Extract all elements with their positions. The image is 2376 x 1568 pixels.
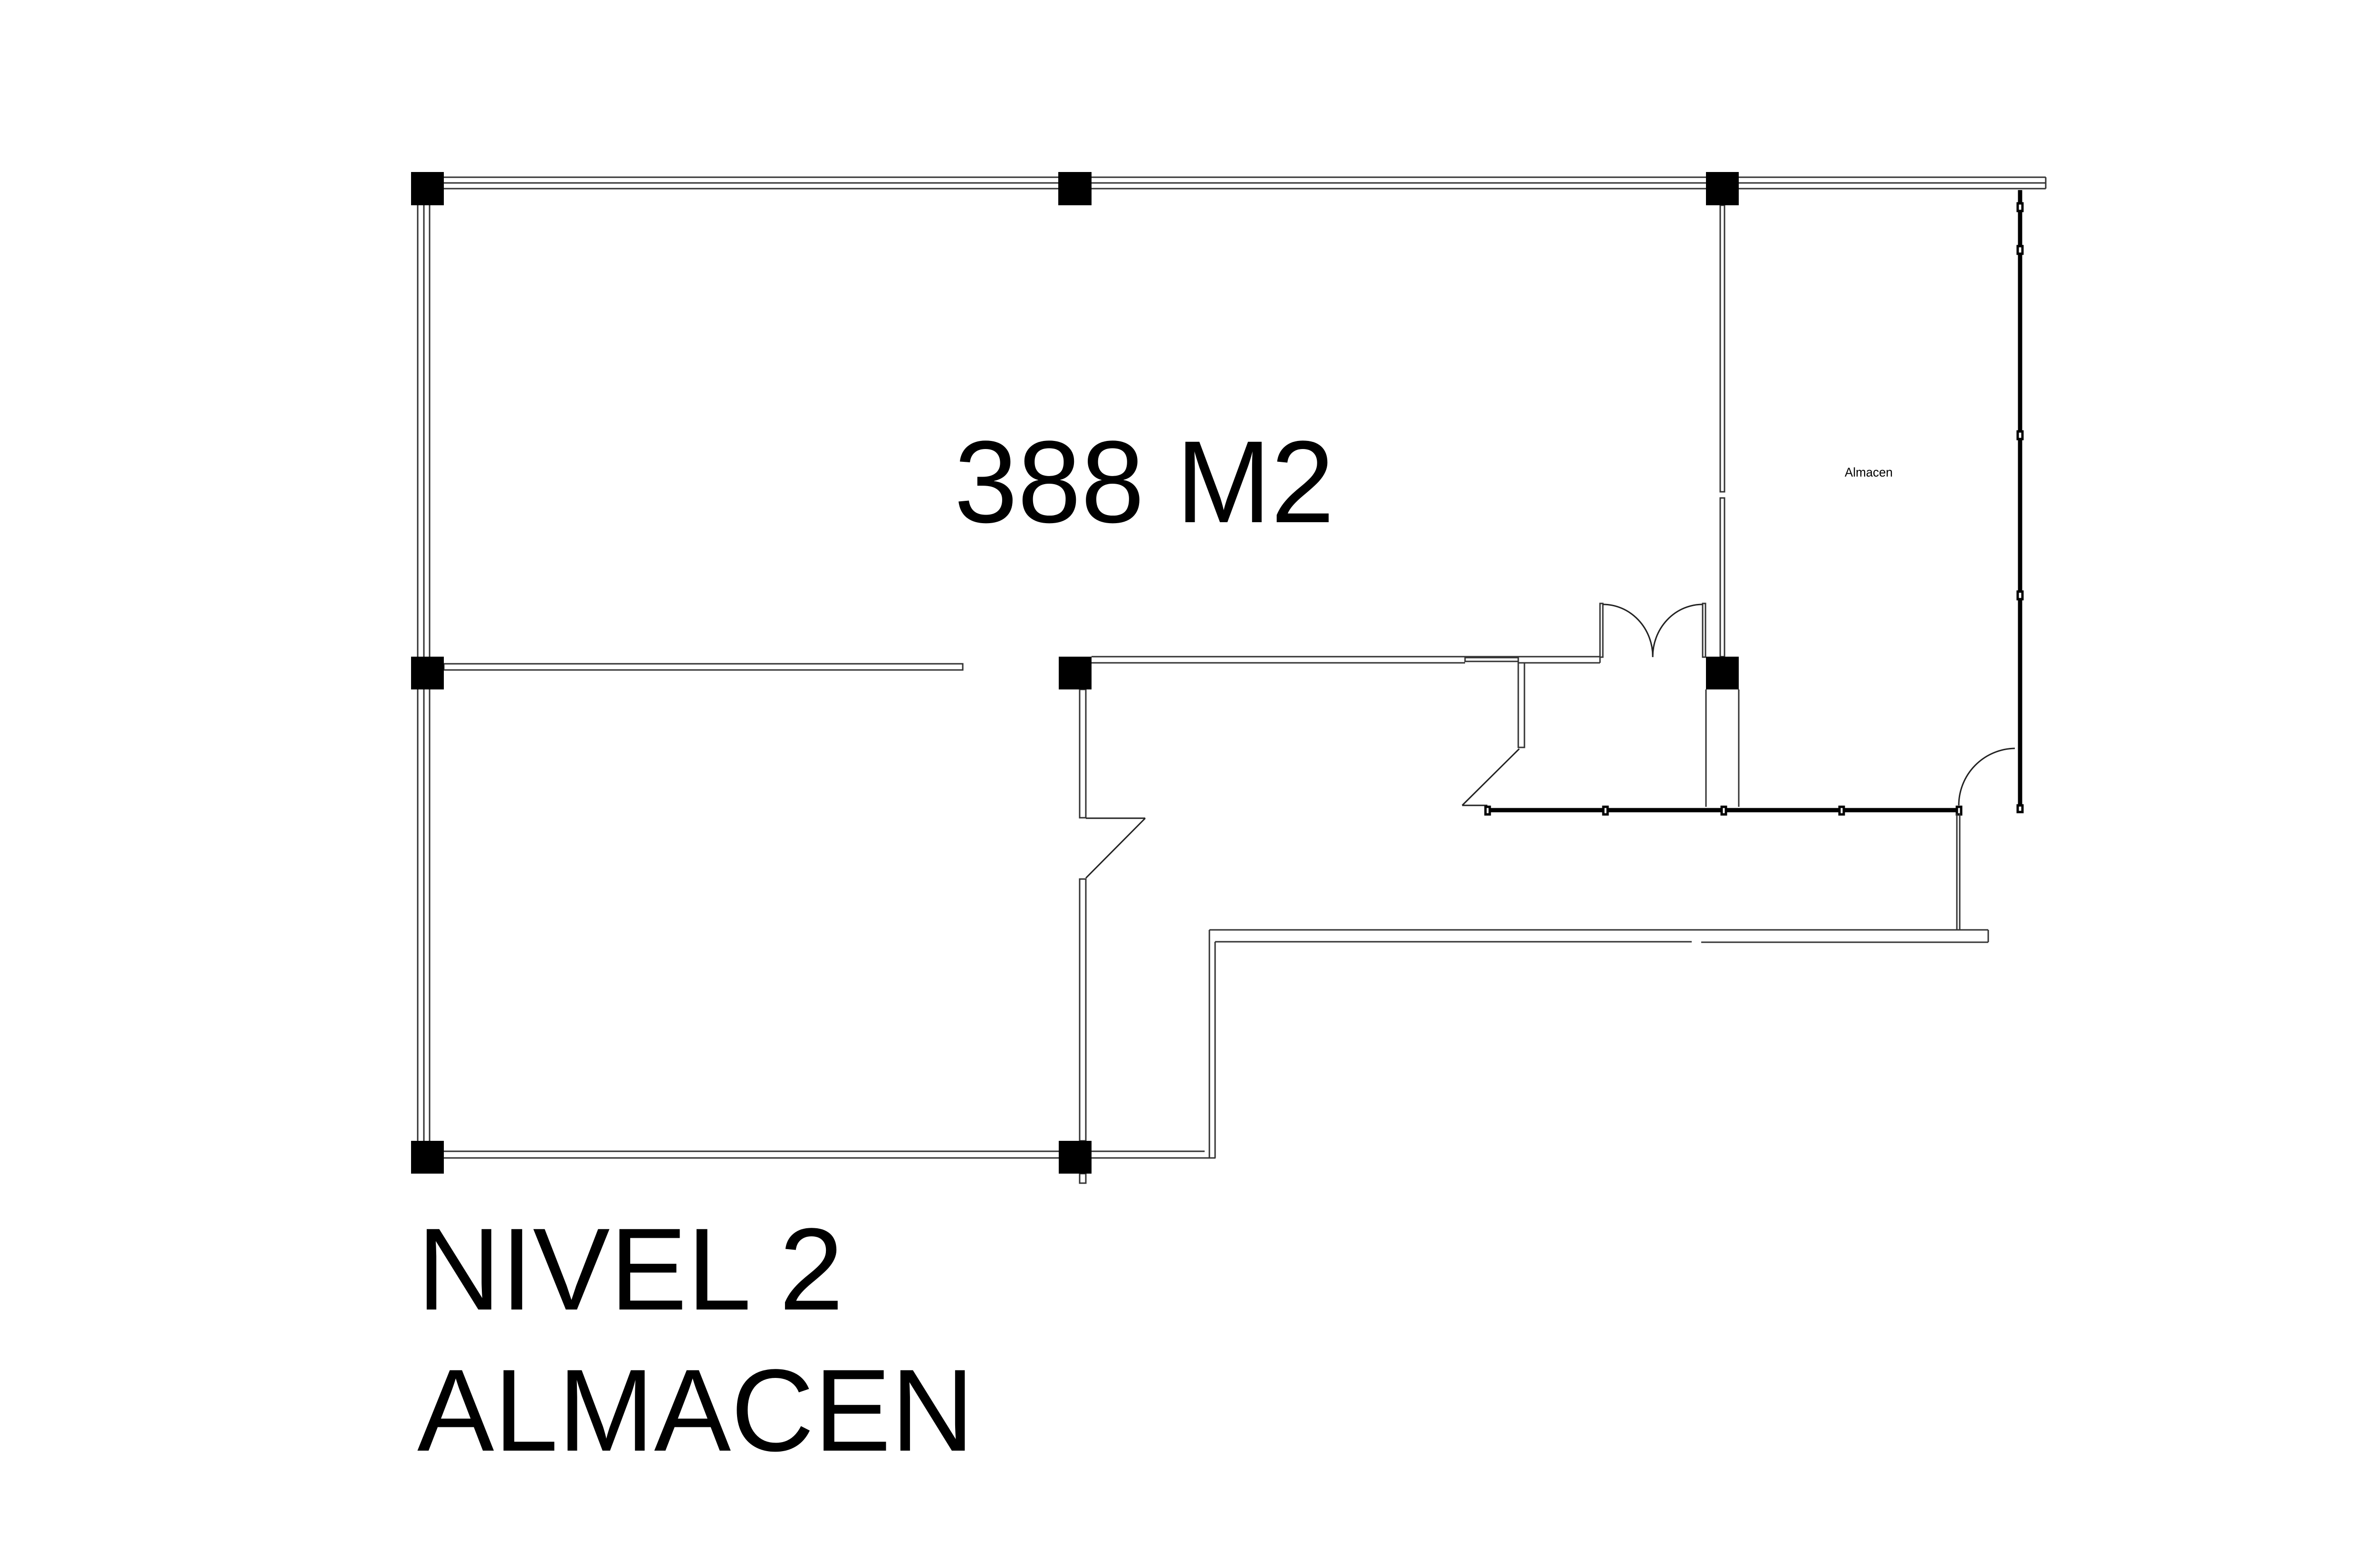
room-label: Almacen: [1845, 465, 1893, 479]
partition-left-middle: [443, 663, 964, 671]
top-window-wall: [444, 176, 2047, 190]
upper-inner-wall: [1092, 656, 1601, 664]
structural-columns: [411, 172, 1739, 1174]
column: [1059, 1141, 1092, 1174]
bottom-glazed-wall: [1484, 805, 1963, 816]
storage-partition: [1705, 204, 1740, 807]
double-door: [1599, 602, 1706, 658]
stub-wall-diagonal-door: [1461, 662, 1525, 806]
column: [411, 1141, 444, 1174]
level-title: NIVEL 2: [417, 1204, 843, 1335]
use-title: ALMACEN: [417, 1345, 974, 1476]
lower-l-wall: [1208, 929, 1989, 1159]
small-window: [1464, 657, 1519, 662]
column: [1706, 172, 1739, 205]
column: [1706, 657, 1739, 689]
column: [411, 657, 444, 689]
door-swing-center: [1085, 817, 1146, 879]
right-lower-partition: [1956, 813, 1961, 930]
center-vertical-partition: [1079, 688, 1087, 1184]
column: [411, 172, 444, 205]
right-glazed-wall: [2016, 190, 2024, 813]
column: [1059, 657, 1092, 689]
column: [1058, 172, 1092, 205]
bottom-wall: [444, 1150, 1216, 1159]
area-label: 388 M2: [954, 417, 1334, 547]
door-swing-right: [1958, 747, 2015, 806]
